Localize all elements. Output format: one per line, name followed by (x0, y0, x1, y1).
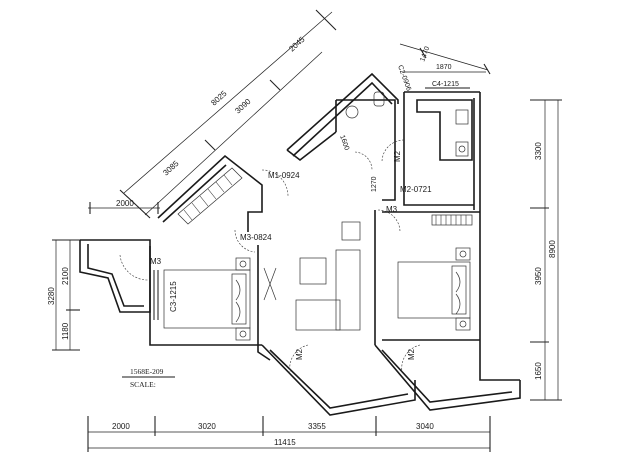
left-balcony-wall (79, 240, 151, 313)
label-m3-0824: M3-0824 (240, 233, 272, 242)
bed-1-lamp-bottom (239, 330, 247, 338)
dim-diag-3: 3085 (161, 159, 181, 178)
sofa-main (335, 249, 361, 331)
door-m1-swing (261, 169, 289, 197)
bedroom1-left-wall (149, 246, 262, 346)
top-right-dim-line (399, 43, 489, 71)
label-c2: C2-0906 (396, 64, 412, 92)
label-m2-bottom2: M2 (407, 348, 416, 360)
doors (119, 139, 421, 373)
dim-diag-1: 2045 (287, 35, 307, 54)
bed-2-pillows (455, 271, 461, 315)
diag-dim-line-1 (144, 51, 323, 216)
scale-label: SCALE: (130, 380, 156, 389)
wardrobe-1 (177, 167, 243, 225)
bed-2-headboard (451, 265, 467, 315)
door-bath-swing (354, 151, 373, 171)
label-c3: C3-1215 (169, 281, 178, 312)
label-m2-kitchen: M2 (393, 150, 402, 162)
bottom-balcony-2-inner (381, 349, 513, 403)
diagonal-wall-outer (157, 154, 263, 232)
drawing-title: 1568E-209 (130, 367, 164, 376)
bed-1-lamp-top (239, 260, 247, 268)
bathroom-walls (335, 99, 396, 140)
label-m3-left: M3 (150, 257, 162, 266)
coffee-table (299, 257, 327, 285)
dim-bottom-2: 3020 (198, 422, 216, 431)
title-block: 1568E-209 SCALE: (122, 367, 175, 389)
label-m1: M1-0924 (268, 171, 300, 180)
bed-2-nightstand-bottom (455, 317, 471, 331)
dim-left-total: 3280 (47, 287, 56, 305)
corridor-wall-2 (286, 131, 337, 162)
kitchen-sink (455, 109, 469, 125)
diag-dim-line-2 (123, 11, 333, 194)
dim-right-total: 8900 (548, 240, 557, 258)
toilet (373, 91, 385, 107)
tv-unit (263, 267, 277, 301)
dim-inner-1270: 1270 (371, 176, 378, 192)
bed-1-pillows (235, 279, 241, 323)
bed-2-lamp-bottom (459, 320, 467, 328)
bed-1-nightstand-bottom (235, 327, 251, 341)
washbasin (345, 105, 359, 119)
kitchen-counter (416, 99, 473, 161)
dim-top-right-1: 1470 (419, 46, 431, 63)
kitchen-stove (455, 141, 469, 157)
dim-top-right-2: 1870 (436, 64, 452, 71)
left-top-wall (80, 239, 151, 246)
door-m2-bottom2-swing (401, 344, 421, 373)
label-m2-0721: M2-0721 (400, 185, 432, 194)
walls (79, 72, 521, 416)
bed-1-nightstand-top (235, 257, 251, 271)
bottom-balcony-2 (374, 344, 521, 411)
stove-burner (458, 145, 466, 153)
wardrobe-2 (431, 214, 473, 226)
dim-bottom-total: 11415 (274, 438, 296, 447)
label-c4: C4-1215 (432, 81, 459, 88)
dim-left-1: 2100 (61, 267, 70, 285)
upper-diagonal-wall (286, 72, 399, 151)
dim-left-2: 1180 (61, 322, 70, 340)
dim-bottom-1: 2000 (112, 422, 130, 431)
door-m3-0824-swing (234, 229, 256, 253)
dim-inner-1600: 1600 (338, 134, 350, 151)
upper-diagonal-wall-inner (292, 81, 393, 157)
dim-diag-2: 3090 (233, 97, 253, 116)
bedroom1-right-wall (257, 245, 271, 361)
bed-2 (397, 261, 471, 319)
dim-top-left: 2000 (116, 199, 134, 208)
corridor-wall (382, 140, 396, 201)
right-exterior-wall (479, 92, 520, 381)
label-m3-center: M3 (386, 205, 398, 214)
label-m2-bottom1: M2 (295, 348, 304, 360)
bed-1 (163, 269, 251, 329)
bed-2-nightstand-top (455, 247, 471, 261)
armchair (341, 221, 361, 241)
dimension-lines (52, 9, 562, 452)
furniture (163, 91, 473, 341)
bed-1-headboard (231, 273, 247, 325)
door-m2-bottom1-swing (289, 344, 309, 373)
dim-right-2: 3950 (534, 267, 543, 285)
dim-right-1: 3300 (534, 142, 543, 160)
windows (153, 87, 470, 320)
bottom-balcony-1 (261, 344, 416, 416)
door-m3-left-swing (119, 254, 149, 281)
sofa-side (295, 299, 341, 331)
bed-2-lamp-top (459, 250, 467, 258)
dim-bottom-4: 3040 (416, 422, 434, 431)
diagonal-wall-outer-2 (162, 164, 227, 223)
dim-bottom-3: 3355 (308, 422, 326, 431)
left-balcony-wall-inner (87, 244, 144, 307)
dim-right-3: 1650 (534, 362, 543, 380)
